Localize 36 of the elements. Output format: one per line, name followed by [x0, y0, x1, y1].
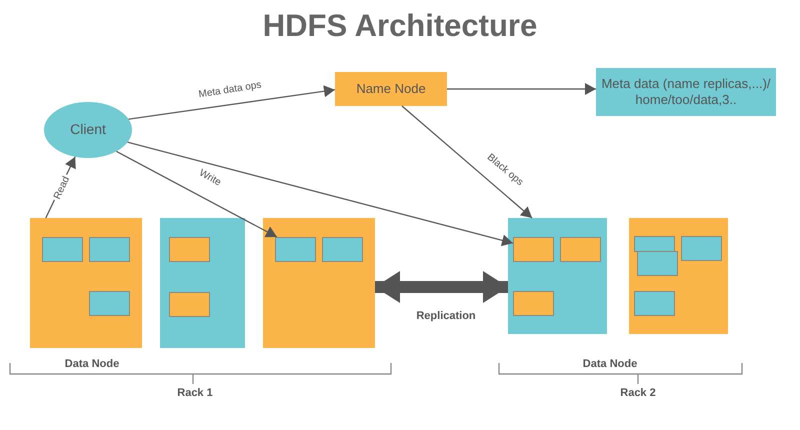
arrow	[402, 106, 532, 218]
arrow	[447, 83, 596, 95]
block-box	[275, 237, 316, 262]
metadata-box	[596, 68, 776, 116]
diagram-title: HDFS Architecture	[262, 8, 538, 44]
block-box	[681, 236, 722, 261]
group-label: Data Node	[64, 358, 120, 370]
arrow	[116, 150, 278, 238]
data-node-panel	[508, 218, 607, 334]
data-node-panel	[263, 218, 375, 348]
block-box	[513, 291, 554, 316]
arrow	[127, 142, 514, 246]
node-label: Meta data (name replicas,...)/ home/too/data,3..	[600, 76, 772, 108]
block-box	[637, 251, 678, 276]
block-box	[634, 236, 675, 252]
data-node-panel	[160, 218, 245, 348]
rack-label: Rack 1	[177, 387, 213, 399]
data-node-panel	[30, 218, 142, 348]
block-box	[560, 237, 601, 262]
block-box	[169, 237, 210, 262]
block-box	[634, 291, 675, 316]
data-node-panel	[629, 218, 728, 334]
double-arrow	[375, 271, 508, 303]
block-box	[169, 292, 210, 317]
block-box	[513, 237, 554, 262]
node-label: Name Node	[355, 80, 427, 98]
block-box	[42, 237, 83, 262]
block-box	[89, 291, 130, 316]
block-box	[322, 237, 363, 262]
arrow	[128, 85, 336, 120]
group-label: Data Node	[582, 358, 638, 370]
rack-label: Rack 2	[620, 387, 656, 399]
node-label: Client	[69, 121, 107, 139]
edge-label: Replication	[414, 310, 478, 322]
block-box	[89, 237, 130, 262]
name-node-box	[335, 72, 447, 106]
